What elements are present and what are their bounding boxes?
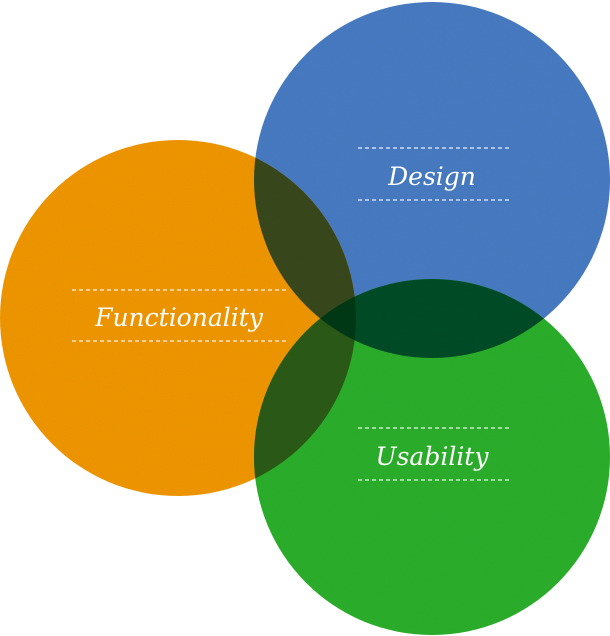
overlap-design-functionality: [254, 140, 356, 358]
functionality-label-group: Functionality: [72, 289, 286, 342]
design-label-group: Design: [358, 147, 510, 201]
overlap-functionality-usability: [254, 279, 356, 496]
usability-label: Usability: [376, 442, 490, 471]
usability-label-group: Usability: [358, 427, 510, 481]
functionality-label: Functionality: [94, 303, 264, 332]
design-label: Design: [387, 162, 476, 191]
